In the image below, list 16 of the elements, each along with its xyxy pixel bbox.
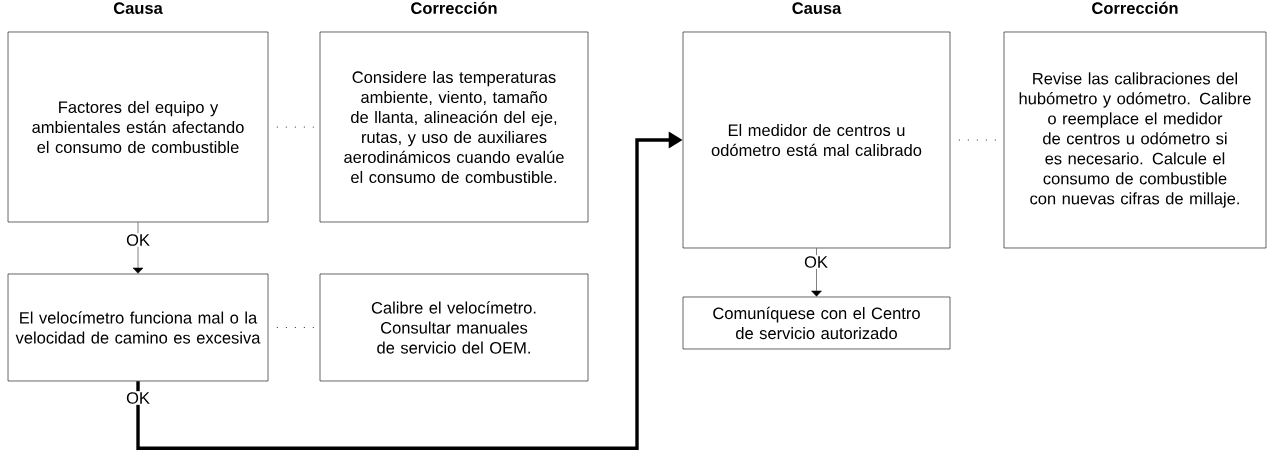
process-box: El velocímetro funciona mal o la velocidad de camino es excesiva (7, 273, 269, 382)
process-box: Considere las temperaturas ambiente, viento, tamaño de llanta, alineación del eje, rutas, y uso de auxiliares aerodinámicos cuando evalúe el consumo de combustible. (319, 31, 589, 223)
arrow (132, 222, 144, 274)
edge-label: OK (125, 233, 151, 247)
column-heading: Corrección (411, 1, 497, 14)
process-box: El medidor de centros u odómetro está mal calibrado (682, 31, 951, 249)
process-box: Calibre el velocímetro. Consultar manuales de servicio del OEM. (319, 273, 589, 382)
edge-label: OK (125, 391, 151, 405)
process-box: Factores del equipo y ambientales están afectando el consumo de combustible (7, 31, 269, 223)
column-heading: Corrección (1092, 1, 1178, 14)
arrow (811, 248, 822, 297)
column-heading: Causa (792, 2, 842, 14)
edge-label: OK (803, 255, 829, 269)
process-box: Revise las calibraciones del hubómetro y odómetro. Calibre o reemplace el medidor de centros u odómetro si es necesario. Calcule el consumo de combustible con nuevas cifras de millaje. (1003, 31, 1267, 249)
process-box: Comuníquese con el Centro de servicio autorizado (682, 296, 951, 350)
column-heading: Causa (113, 2, 163, 14)
